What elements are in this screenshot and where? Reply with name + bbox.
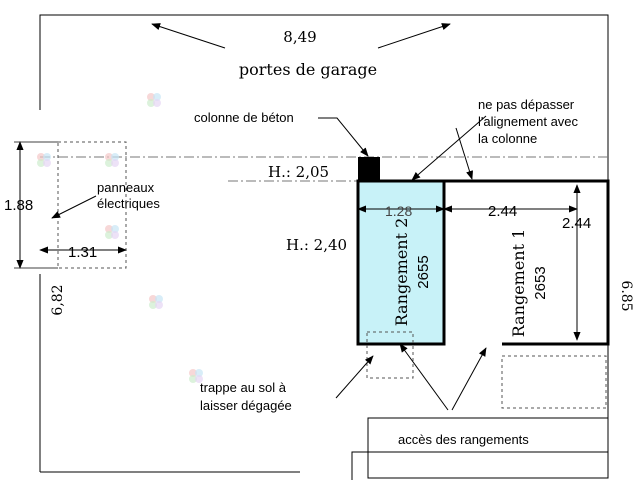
room2-number: 2655 xyxy=(415,255,432,288)
left-height-dimension: 6,82 xyxy=(50,284,66,315)
room1-width-dimension: 2.44 xyxy=(488,203,517,220)
electric-panels-label-line2: électriques xyxy=(97,196,160,211)
trapdoor xyxy=(366,331,414,379)
room-rangement-1 xyxy=(444,179,610,346)
room1-height-dimension: 2.44 xyxy=(562,215,591,232)
trapdoor-label-line2: laisser dégagée xyxy=(200,398,292,413)
room2-width-dimension: 1.28 xyxy=(385,203,412,219)
trapdoor-label-line1: trappe au sol à xyxy=(200,380,287,395)
concrete-column-icon xyxy=(358,157,380,181)
panel-width-dimension: 1.31 xyxy=(68,244,97,261)
electrical-panel-area xyxy=(14,141,127,269)
room2-name: Rangement 2 xyxy=(392,218,411,327)
panel-height-dimension: 1.88 xyxy=(4,197,33,214)
room2-height-label: H.: 2,40 xyxy=(286,236,347,254)
electric-panels-label-line1: panneaux xyxy=(97,180,155,195)
right-height-dimension: 6.85 xyxy=(618,280,634,311)
alignment-note-line2: l'alignement avec xyxy=(478,114,579,129)
alignment-note-line3: la colonne xyxy=(478,131,537,146)
access-label: accès des rangements xyxy=(398,432,529,447)
room-dimensions xyxy=(357,184,581,341)
room1-name: Rangement 1 xyxy=(509,229,528,338)
bottom-structure xyxy=(351,417,609,480)
storage-access-zone xyxy=(501,355,607,409)
alignment-note-line1: ne pas dépasser xyxy=(478,97,575,112)
concrete-column-label: colonne de béton xyxy=(194,110,294,125)
garage-width-dimension: 8,49 xyxy=(283,28,316,46)
room1-number: 2653 xyxy=(532,266,549,299)
garage-doors-label: portes de garage xyxy=(239,60,377,79)
beam-height-label: H.: 2,05 xyxy=(268,163,329,181)
watermark-flower-icon xyxy=(37,93,203,383)
annotation-arrows xyxy=(151,23,487,411)
